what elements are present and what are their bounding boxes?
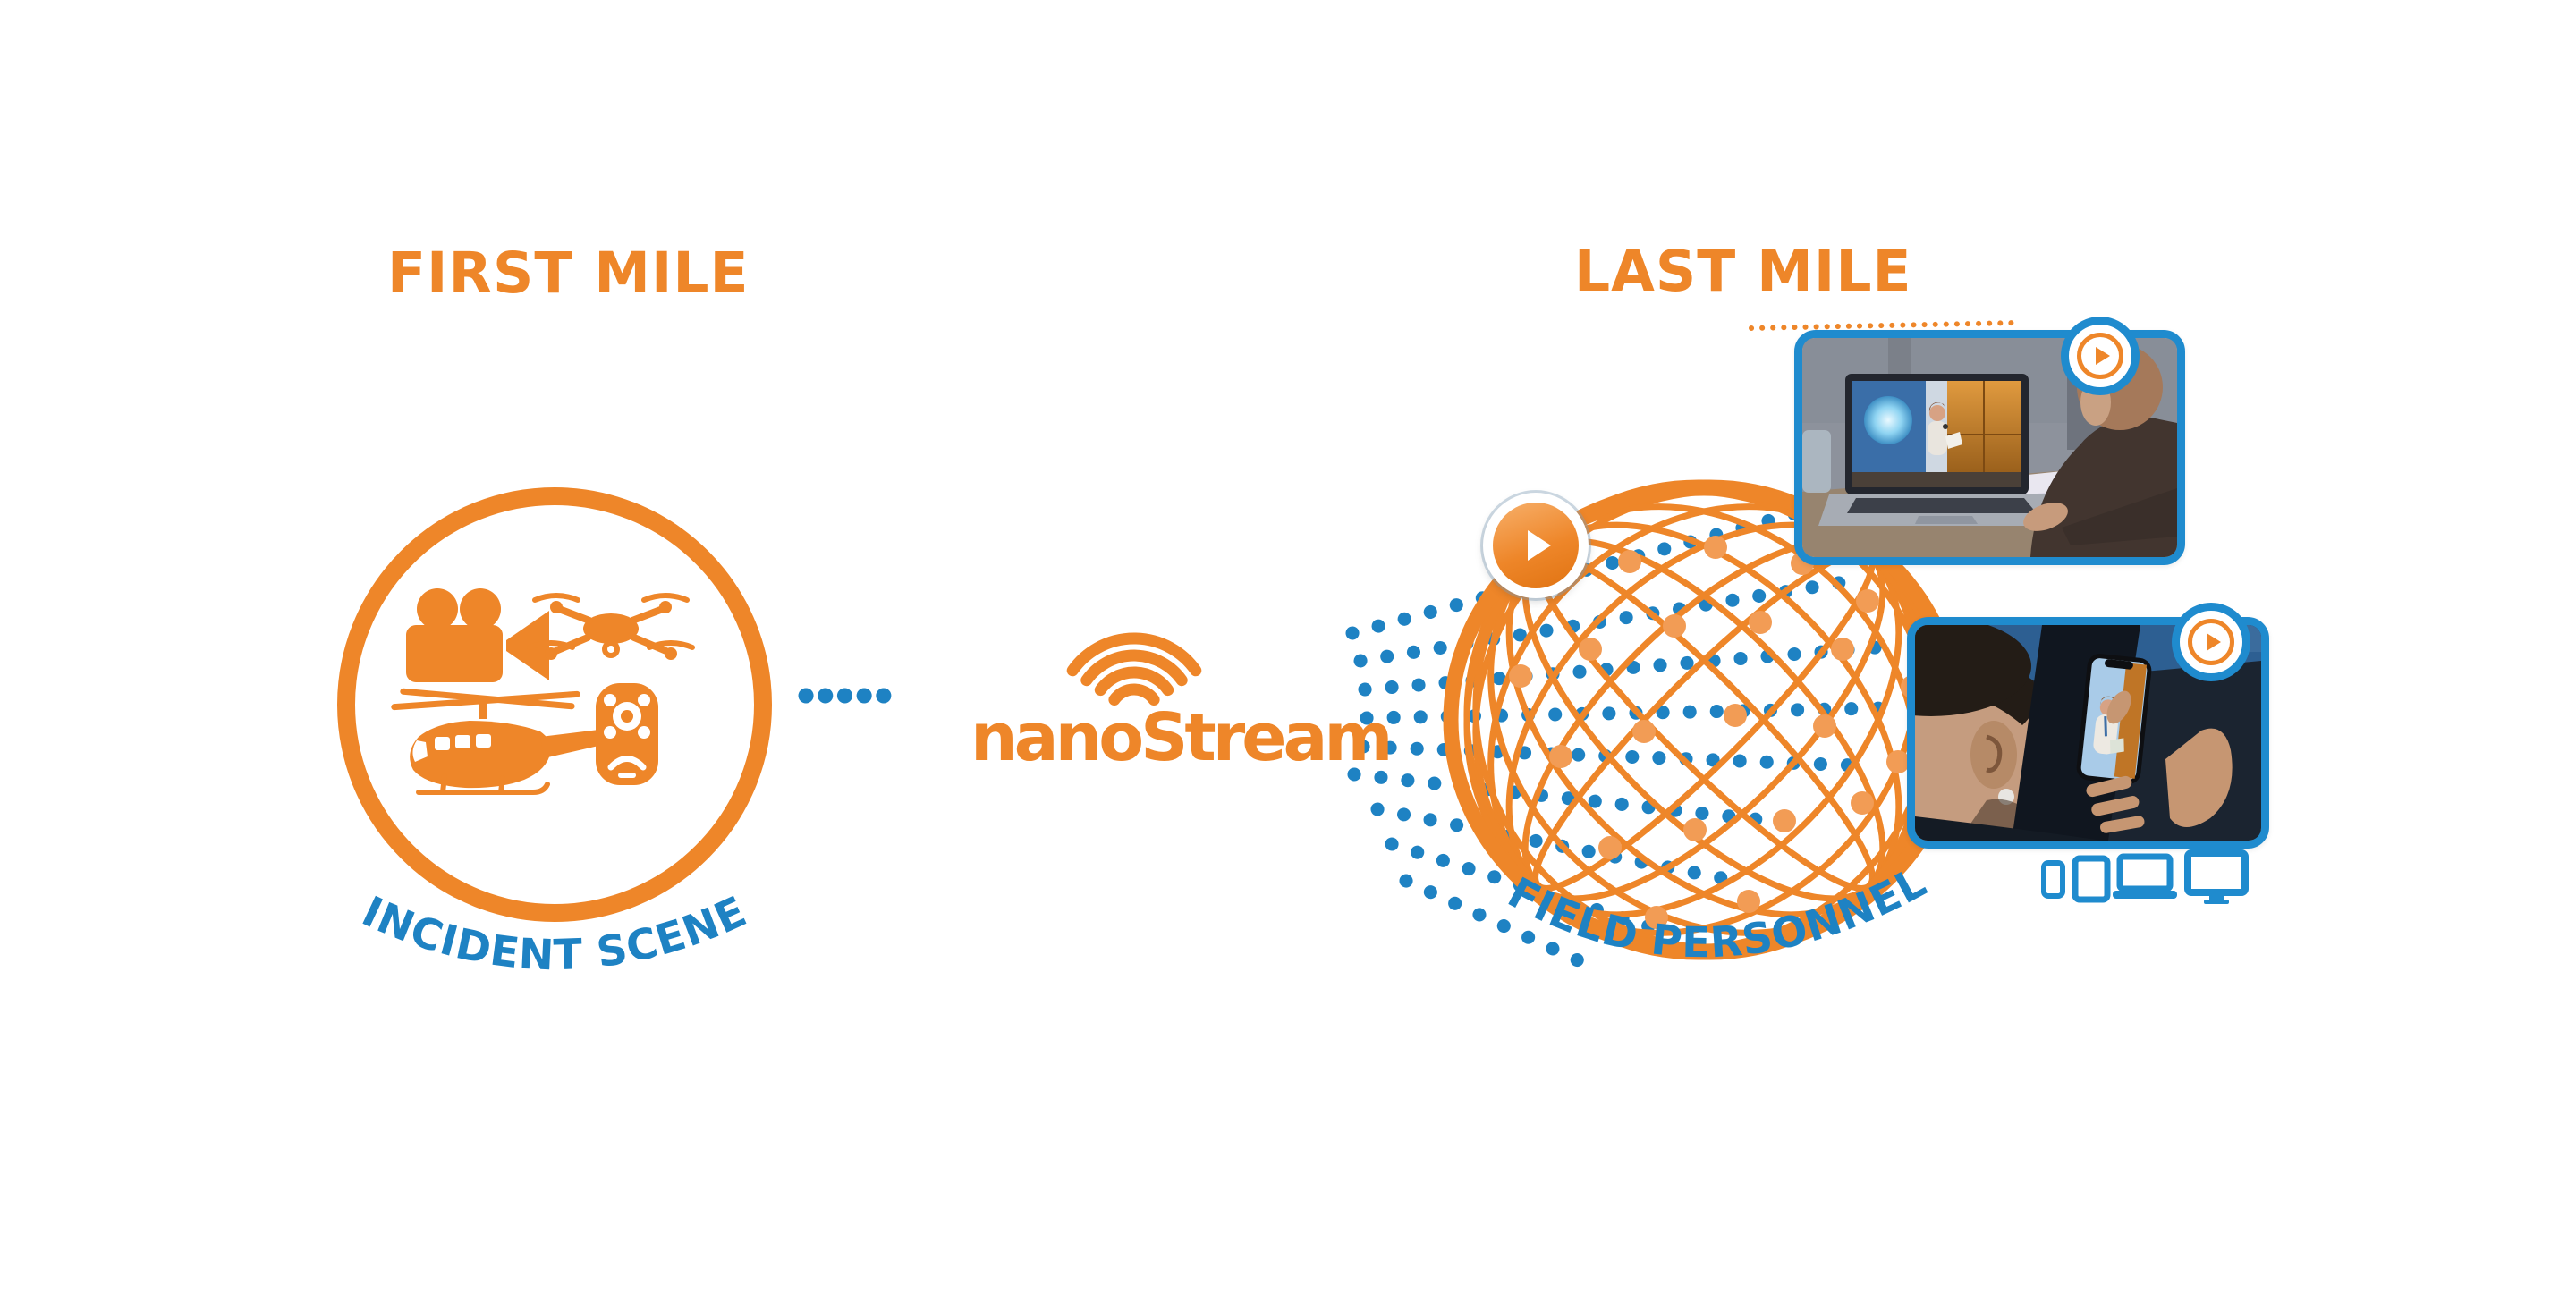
- laptop-video-play-button[interactable]: [2061, 317, 2140, 395]
- nanostream-wordmark: nanoStream: [970, 699, 1394, 776]
- video-camera-icon: [406, 588, 549, 682]
- incident-scene-circle: [337, 487, 772, 922]
- incident-scene-caption: INCIDENT SCENE: [354, 887, 754, 981]
- laptop-icon: [2113, 853, 2177, 899]
- play-icon: [2077, 333, 2123, 379]
- play-icon: [2188, 619, 2234, 665]
- wifi-signal-icon: [1066, 632, 1202, 706]
- remote-control-icon: [596, 683, 658, 785]
- smartphone-icon: [2041, 860, 2065, 899]
- orange-dotted-trail: [1749, 320, 2021, 331]
- last-mile-title: LAST MILE: [1574, 239, 1912, 304]
- device-icons-row: [2041, 849, 2249, 904]
- monitor-icon: [2184, 849, 2249, 904]
- first-mile-title: FIRST MILE: [387, 241, 750, 306]
- tablet-icon: [2072, 855, 2111, 903]
- stream-play-button[interactable]: [1483, 493, 1589, 598]
- drone-icon: [527, 593, 695, 660]
- smartphone-video-play-button[interactable]: [2172, 603, 2250, 681]
- play-icon: [1493, 503, 1579, 588]
